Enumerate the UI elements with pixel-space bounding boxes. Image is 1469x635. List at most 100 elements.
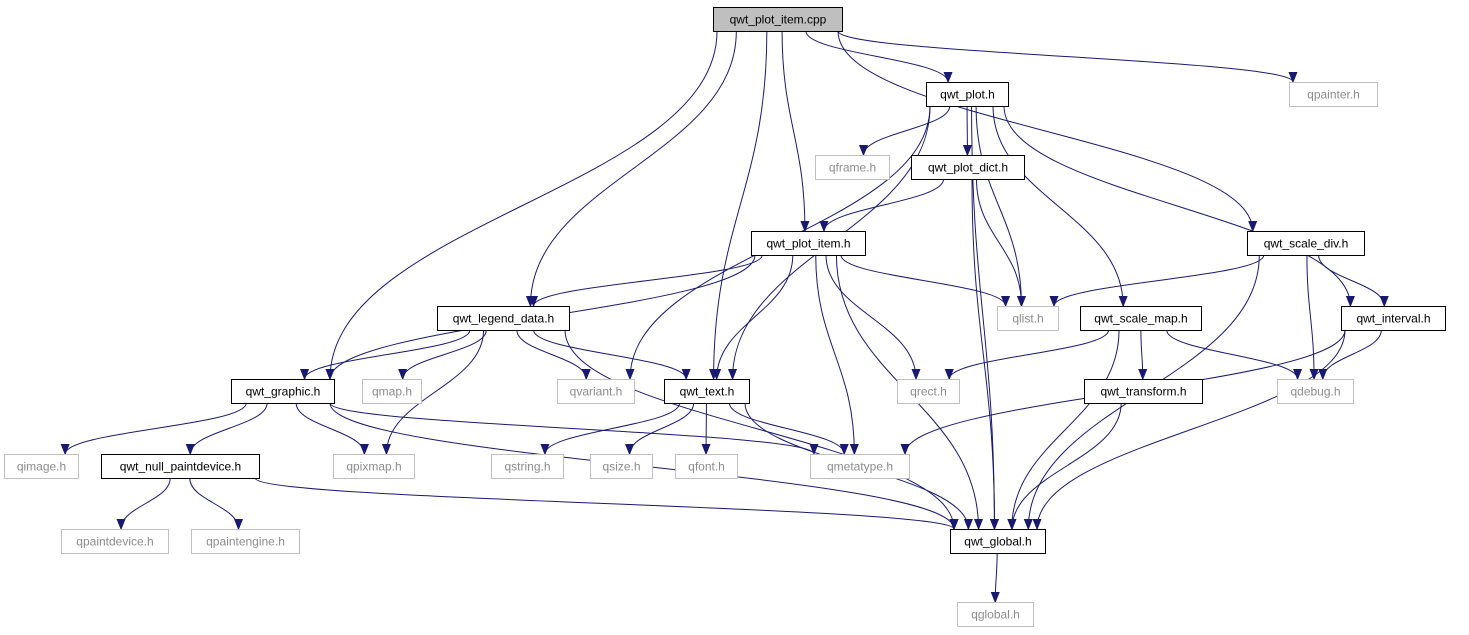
edge-root-to-qwt_plot [805, 30, 948, 83]
node-label-qwt_plot_dict: qwt_plot_dict.h [928, 161, 1008, 175]
node-box-qwt_legend_data [437, 306, 570, 331]
edge-qwt_scale_map-to-qdebug [1166, 329, 1298, 380]
node-box-qwt_plot [926, 82, 1009, 107]
node-box-qpainter [1289, 82, 1378, 107]
node-qpaintengine: qpaintengine.h [191, 529, 300, 554]
node-qwt_plot_dict[interactable]: qwt_plot_dict.h [911, 155, 1025, 180]
edge-qwt_legend_data-to-qwt_graphic [305, 329, 471, 380]
node-box-qpixmap [333, 454, 415, 479]
node-box-qwt_global [950, 529, 1046, 554]
node-qmap: qmap.h [362, 379, 422, 404]
edge-qwt_plot_dict-to-qwt_global [971, 178, 995, 529]
edge-qwt_plot-to-qlist [975, 105, 1021, 306]
edge-qwt_legend_data-to-qpixmap [386, 329, 485, 454]
node-qwt_scale_div[interactable]: qwt_scale_div.h [1247, 231, 1365, 256]
edge-qwt_text-to-qstring [545, 402, 681, 455]
node-box-qstring [491, 454, 564, 479]
node-label-qwt_interval: qwt_interval.h [1356, 312, 1430, 326]
edge-qwt_plot_item-to-qwt_text [717, 254, 794, 379]
edge-qwt_transform-to-qwt_global [1012, 402, 1122, 529]
edge-qwt_graphic-to-qimage [65, 402, 247, 455]
node-box-qrect [897, 379, 960, 404]
edge-qwt_legend_data-to-qwt_text [533, 329, 687, 380]
edge-root-to-qwt_scale_div [837, 30, 1253, 231]
node-qwt_interval[interactable]: qwt_interval.h [1341, 306, 1446, 331]
node-box-qvariant [557, 379, 635, 404]
node-qwt_global[interactable]: qwt_global.h [950, 529, 1046, 554]
edge-qwt_scale_div-to-qlist [1054, 254, 1265, 307]
edge-qwt_plot_item-to-qlist [840, 254, 1006, 307]
node-label-qwt_plot_item: qwt_plot_item.h [766, 237, 850, 251]
node-qwt_plot_item[interactable]: qwt_plot_item.h [751, 231, 866, 256]
node-box-qpaintdevice [61, 529, 169, 554]
node-qimage: qimage.h [4, 454, 79, 479]
node-qwt_transform[interactable]: qwt_transform.h [1084, 379, 1203, 404]
edge-root-to-qwt_text [714, 30, 768, 379]
node-qpixmap: qpixmap.h [333, 454, 415, 479]
node-qglobal: qglobal.h [957, 602, 1034, 627]
node-label-qpainter: qpainter.h [1307, 88, 1360, 102]
node-qrect: qrect.h [897, 379, 960, 404]
edge-qwt_plot_dict-to-qwt_plot_item [824, 178, 945, 232]
node-label-qvariant: qvariant.h [570, 385, 623, 399]
node-label-qwt_plot: qwt_plot.h [940, 88, 995, 102]
node-qwt_text[interactable]: qwt_text.h [664, 379, 750, 404]
node-label-qmap: qmap.h [372, 385, 412, 399]
edge-qwt_legend_data-to-qvariant [516, 329, 586, 380]
node-box-qwt_interval [1341, 306, 1446, 331]
edge-qwt_text-to-qmetatype [728, 402, 844, 455]
node-box-qwt_null_paintdevice [101, 454, 260, 479]
node-label-qpaintdevice: qpaintdevice.h [76, 535, 153, 549]
node-box-qpaintengine [191, 529, 300, 554]
node-label-qpixmap: qpixmap.h [346, 460, 401, 474]
node-label-qsize: qsize.h [602, 460, 640, 474]
edge-qwt_graphic-to-qpixmap [295, 402, 364, 455]
node-label-qwt_text: qwt_text.h [680, 385, 735, 399]
node-box-qglobal [957, 602, 1034, 627]
node-qwt_graphic[interactable]: qwt_graphic.h [231, 379, 335, 404]
edge-qwt_plot_item-to-qmetatype [815, 254, 855, 454]
node-box-qwt_graphic [231, 379, 335, 404]
node-box-qwt_scale_map [1080, 306, 1202, 331]
edge-qwt_scale_map-to-qwt_transform [1141, 329, 1143, 379]
node-box-qsize [590, 454, 653, 479]
node-label-qrect: qrect.h [910, 385, 947, 399]
edge-qwt_plot-to-qframe [864, 105, 951, 156]
node-qwt_legend_data[interactable]: qwt_legend_data.h [437, 306, 570, 331]
node-qstring: qstring.h [491, 454, 564, 479]
node-qlist: qlist.h [997, 306, 1059, 331]
node-box-qlist [997, 306, 1059, 331]
node-label-qwt_global: qwt_global.h [964, 535, 1031, 549]
edge-root-to-qpainter [837, 30, 1293, 83]
node-box-qwt_scale_div [1247, 231, 1365, 256]
node-qwt_null_paintdevice[interactable]: qwt_null_paintdevice.h [101, 454, 260, 479]
edge-qwt_null_paintdevice-to-qwt_global [254, 477, 954, 530]
edge-qwt_plot-to-qwt_interval [1003, 105, 1350, 306]
node-qfont: qfont.h [675, 454, 738, 479]
node-label-qimage: qimage.h [17, 460, 66, 474]
edge-qwt_legend_data-to-qmap [403, 329, 487, 380]
node-box-qwt_text [664, 379, 750, 404]
node-box-qwt_transform [1084, 379, 1203, 404]
node-qwt_plot[interactable]: qwt_plot.h [926, 82, 1009, 107]
node-qpaintdevice: qpaintdevice.h [61, 529, 169, 554]
node-label-qwt_legend_data: qwt_legend_data.h [453, 312, 554, 326]
node-label-qfont: qfont.h [688, 460, 725, 474]
node-box-qframe [815, 155, 890, 180]
edge-root-to-qwt_plot_item [781, 30, 805, 231]
node-box-qmap [362, 379, 422, 404]
node-label-qpaintengine: qpaintengine.h [206, 535, 285, 549]
node-qsize: qsize.h [590, 454, 653, 479]
node-label-qmetatype: qmetatype.h [827, 460, 893, 474]
node-box-qwt_plot_dict [911, 155, 1025, 180]
node-qwt_scale_map[interactable]: qwt_scale_map.h [1080, 306, 1202, 331]
node-label-qglobal: qglobal.h [971, 608, 1020, 622]
node-root[interactable]: qwt_plot_item.cpp [713, 7, 843, 32]
edge-qwt_plot-to-qwt_scale_map [992, 105, 1123, 306]
edge-root-to-qwt_graphic [330, 30, 718, 379]
edge-qwt_global-to-qglobal [995, 552, 997, 602]
node-label-qwt_graphic: qwt_graphic.h [246, 385, 321, 399]
node-label-qlist: qlist.h [1012, 312, 1043, 326]
